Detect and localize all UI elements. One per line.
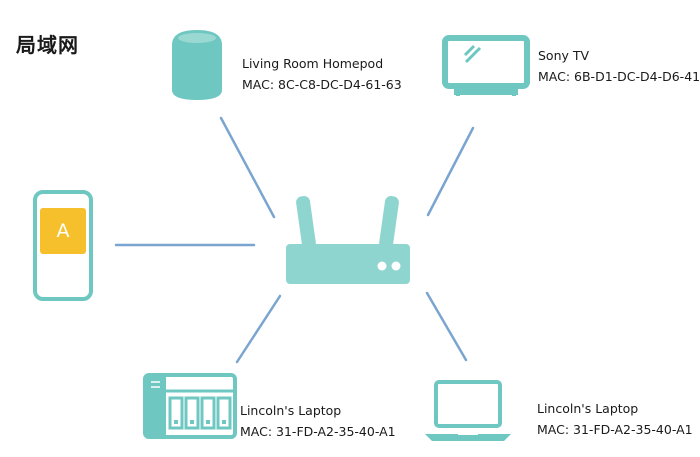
device-name: Lincoln's Laptop (240, 403, 342, 418)
device-name: Lincoln's Laptop (537, 401, 639, 416)
device-label-nas: Lincoln's Laptop MAC: 31-FD-A2-35-40-A1 (240, 400, 396, 442)
router-icon (286, 196, 410, 284)
nas-icon (143, 373, 237, 439)
phone-avatar-letter: A (56, 220, 70, 242)
device-name: Living Room Homepod (242, 56, 384, 71)
homepod-icon (172, 30, 222, 100)
avatar (40, 208, 86, 254)
device-label-tv: Sony TV MAC: 6B-D1-DC-D4-D6-41 (538, 45, 700, 87)
link-nas (235, 294, 282, 364)
device-mac: MAC: 31-FD-A2-35-40-A1 (240, 424, 396, 439)
device-label-laptop: Lincoln's Laptop MAC: 31-FD-A2-35-40-A1 (537, 398, 693, 440)
device-mac: MAC: 6B-D1-DC-D4-D6-41 (538, 69, 700, 84)
link-homepod (219, 116, 276, 219)
connection-lines (114, 116, 475, 364)
link-tv (426, 126, 475, 217)
device-mac: MAC: 8C-C8-DC-D4-61-63 (242, 77, 402, 92)
phone-icon (33, 190, 93, 301)
device-name: Sony TV (538, 48, 590, 63)
page-title: 局域网 (16, 33, 79, 57)
device-mac: MAC: 31-FD-A2-35-40-A1 (537, 422, 693, 437)
device-label-homepod: Living Room Homepod MAC: 8C-C8-DC-D4-61-… (242, 53, 402, 95)
tv-icon (442, 35, 530, 96)
laptop-icon (425, 380, 511, 441)
link-laptop (425, 291, 468, 362)
